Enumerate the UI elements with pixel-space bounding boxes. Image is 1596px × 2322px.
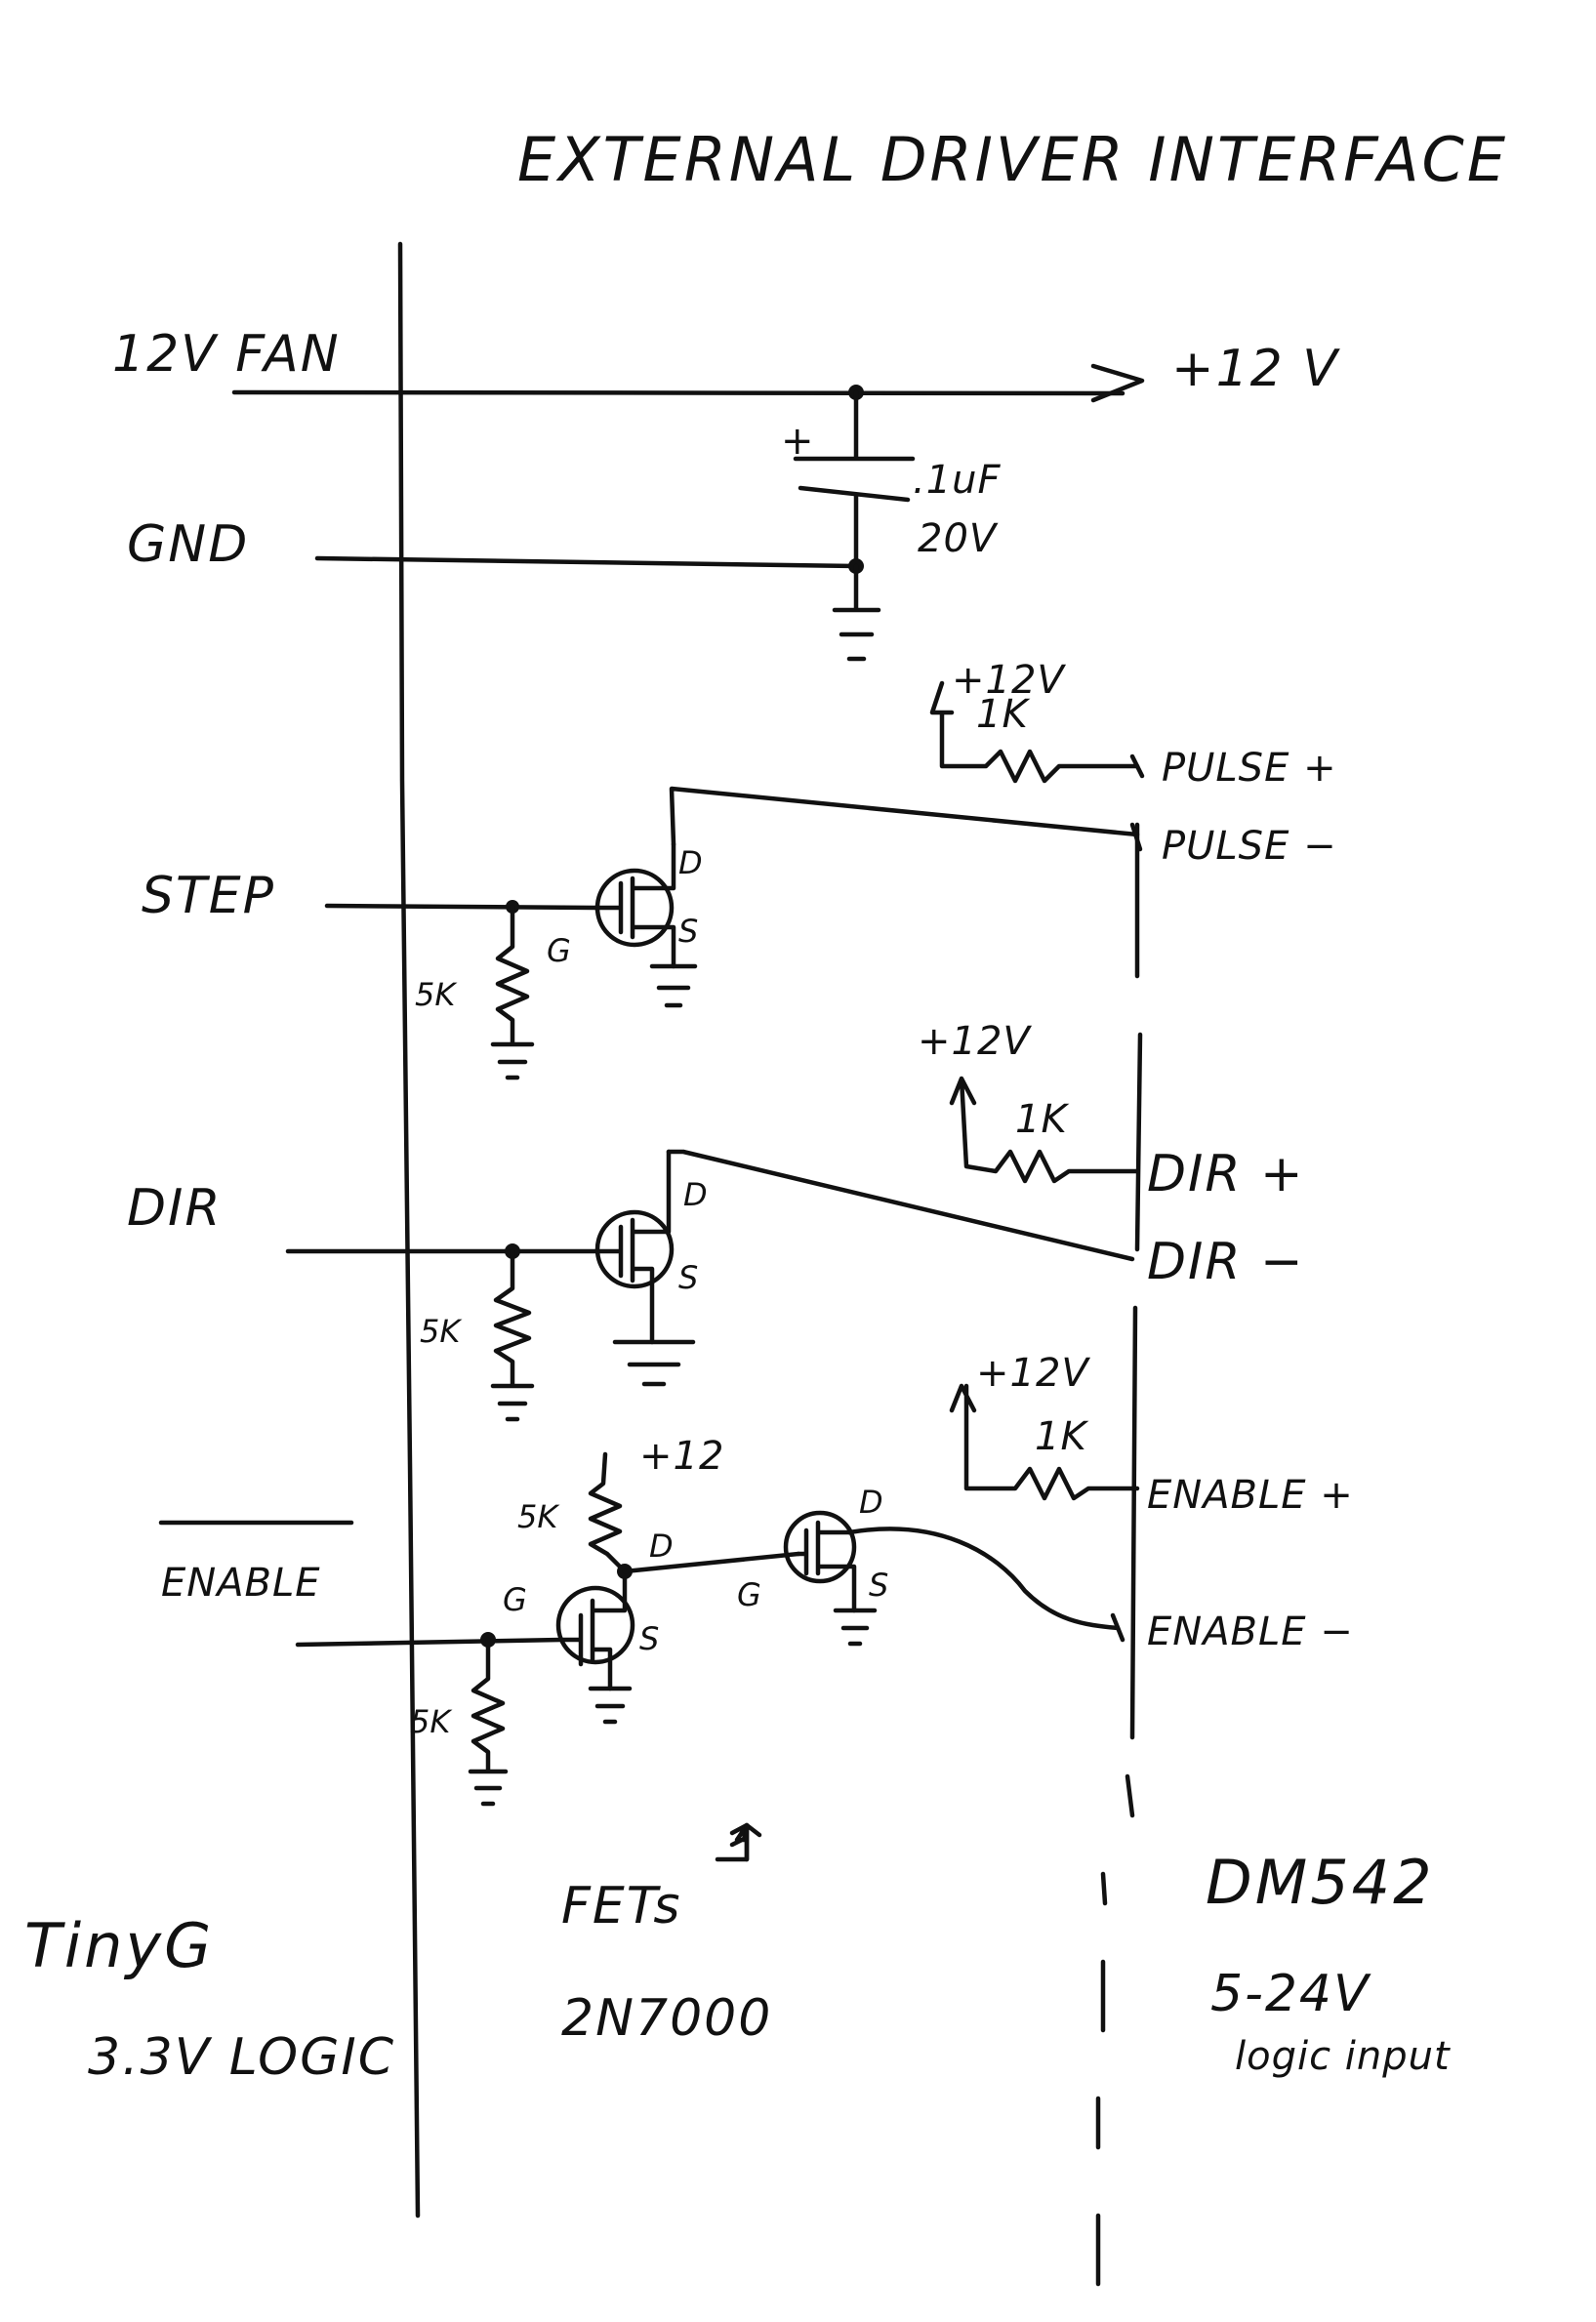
enable-pulldown-resistor (468, 1637, 509, 1807)
step-fet-leads (593, 841, 676, 969)
label-enable-pullup-5k: 5K (517, 1498, 560, 1535)
label-dir-1k: 1K (1015, 1097, 1069, 1142)
label-enable-g1: G (503, 1581, 527, 1618)
label-enable: ENABLE (161, 1561, 321, 1606)
label-12v-fan: 12V FAN (112, 325, 341, 384)
label-dir: DIR (127, 1179, 223, 1238)
tick (1110, 1612, 1125, 1643)
driver-boundary-line (1095, 822, 1143, 2287)
ground-icon (832, 563, 881, 662)
label-cap-value: .1uF (913, 458, 1002, 503)
wire-step-input (324, 903, 598, 911)
label-gnd: GND (127, 515, 249, 574)
dir-pullup-resistor (949, 1076, 1140, 1184)
label-step-s: S (678, 913, 698, 950)
label-dir-plus: DIR + (1147, 1145, 1305, 1203)
label-step-d: D (678, 844, 703, 881)
ground-icon (649, 963, 698, 1008)
dir-pulldown-resistor (490, 1248, 535, 1422)
wire-step-drain (669, 786, 1140, 847)
label-enable-d1: D (649, 1528, 674, 1565)
arrow-12v-icon (1090, 363, 1145, 403)
label-enable-s2: S (869, 1567, 888, 1604)
label-step-g: G (547, 932, 571, 969)
label-enable-s1: S (639, 1620, 659, 1657)
label-dir-pullup-supply: +12V (918, 1019, 1032, 1064)
label-enable-minus: ENABLE − (1147, 1609, 1354, 1654)
label-enable-d2: D (859, 1484, 883, 1521)
label-driver-voltage: 5-24V (1210, 1965, 1371, 2023)
label-controller-name: TinyG (24, 1910, 214, 1981)
wire-enable-inverted (622, 1551, 801, 1574)
ground-icon (588, 1686, 633, 1725)
capacitor-symbol (793, 389, 916, 569)
enable-inverter-fet-leads (558, 1568, 628, 1691)
label-enable-pullup-12: +12 (639, 1434, 724, 1479)
label-driver-name: DM542 (1206, 1847, 1435, 1918)
label-step-5k: 5K (415, 976, 458, 1013)
fet-pointer-arrow-icon (715, 1822, 762, 1862)
label-cap-plus: + (781, 419, 815, 464)
label-enable-5k: 5K (410, 1703, 453, 1740)
ground-icon (833, 1608, 878, 1647)
diagram-title: EXTERNAL DRIVER INTERFACE (517, 124, 1508, 195)
enable-pullup-5k-resistor (588, 1451, 628, 1574)
label-enable-g2: G (737, 1576, 761, 1613)
wire-12v-rail (231, 389, 1125, 396)
label-fets: FETs (561, 1877, 681, 1935)
wire-enable-drain (846, 1527, 1121, 1631)
tick (1129, 822, 1143, 852)
label-dir-minus: DIR − (1147, 1233, 1305, 1291)
wire-gnd-rail (314, 555, 859, 569)
label-pulse-plus: PULSE + (1162, 746, 1337, 791)
controller-boundary-line (397, 241, 421, 2219)
label-driver-logic: logic input (1235, 2034, 1451, 2079)
ground-icon (612, 1339, 696, 1387)
enable-pullup-resistor (949, 1383, 1140, 1501)
wire-enable-input (295, 1637, 564, 1648)
label-controller-logic: 3.3V LOGIC (88, 2028, 395, 2087)
label-enable-plus: ENABLE + (1147, 1473, 1354, 1518)
label-cap-voltage: 20V (918, 516, 999, 561)
tick (1129, 754, 1145, 779)
label-fet-part: 2N7000 (561, 1989, 772, 2048)
pulse-pullup-resistor (929, 680, 1140, 784)
wire-dir-drain (666, 1149, 1135, 1262)
dir-fet-leads (594, 1149, 672, 1345)
label-plus-12v: +12 V (1171, 340, 1340, 398)
enable-inverter-fet-symbol (555, 1585, 635, 1665)
label-pulse-pullup-supply: +12V (952, 658, 1066, 703)
step-pulldown-resistor (490, 904, 535, 1080)
label-enable-1k: 1K (1035, 1414, 1088, 1459)
label-dir-s: S (678, 1259, 698, 1296)
enable-output-fet-symbol (783, 1510, 857, 1584)
label-step: STEP (142, 867, 275, 925)
label-pulse-1k: 1K (976, 692, 1030, 737)
label-enable-pullup-supply: +12V (976, 1351, 1090, 1396)
label-pulse-minus: PULSE − (1162, 824, 1337, 869)
label-dir-5k: 5K (420, 1313, 463, 1350)
label-dir-d: D (683, 1176, 708, 1213)
enable-output-fet-leads (796, 1520, 857, 1613)
